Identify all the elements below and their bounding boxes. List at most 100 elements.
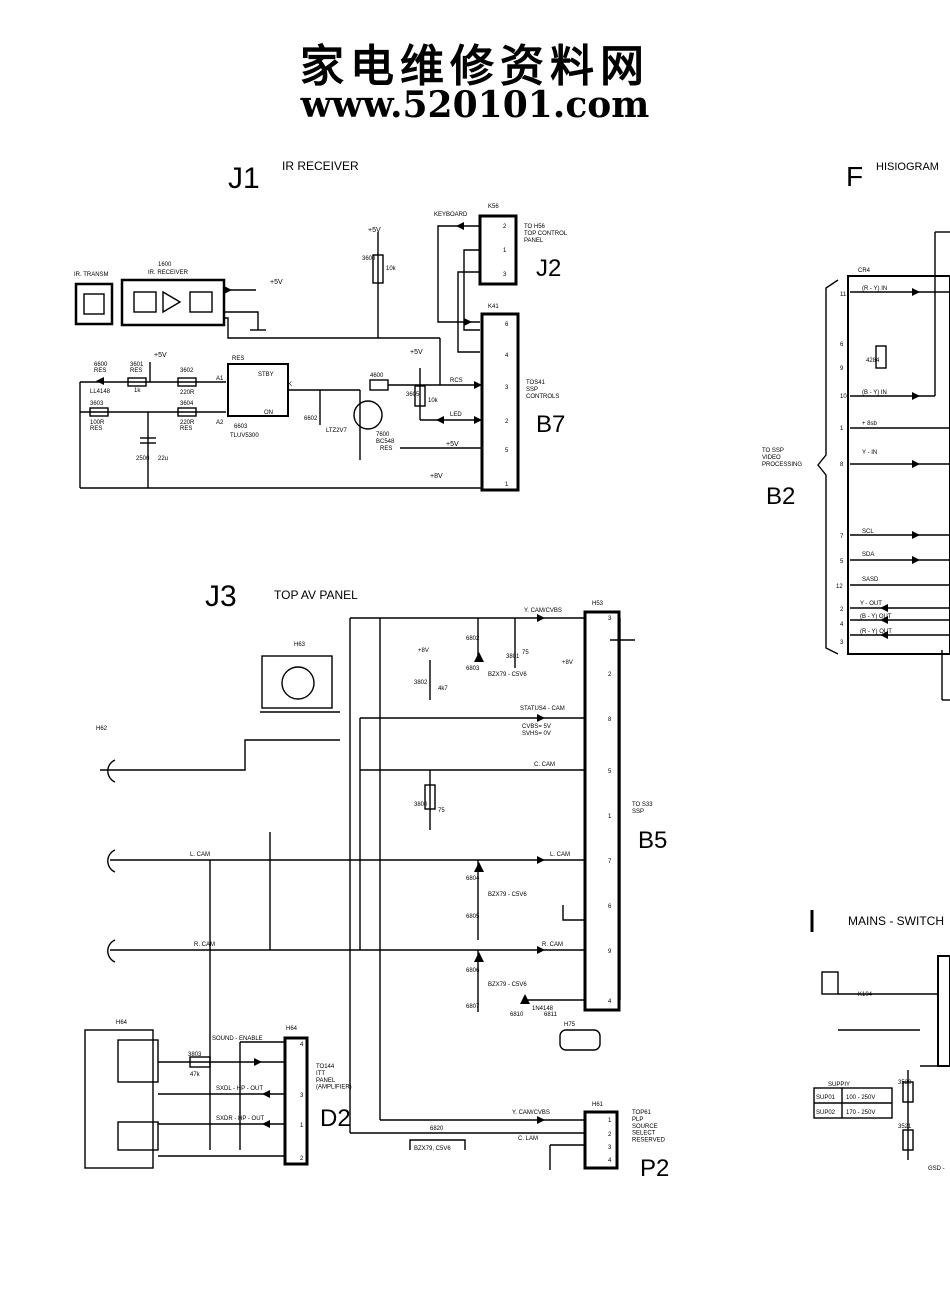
f-pin-2: 9	[840, 366, 844, 372]
h61-pin-3: 4	[608, 1158, 612, 1164]
connector-b7-id: B7	[536, 411, 565, 438]
mains-sup02: SUP02	[816, 1110, 836, 1116]
h61-pin-1: 2	[608, 1132, 612, 1138]
zd-6806: BZX79 - C5V6	[488, 982, 527, 988]
plus5v-label-3: +5V	[410, 349, 423, 356]
h64-pin-0: 4	[300, 1042, 304, 1048]
h64-pin-2: 1	[300, 1123, 304, 1129]
f-pin-4: 1	[840, 426, 844, 432]
f-pin-11: 3	[840, 640, 844, 646]
f-pin-5: 8	[840, 462, 844, 468]
d6810-ref: 6810	[510, 1012, 524, 1018]
plus8v-j3-2: +8V	[562, 660, 573, 666]
f-8sb: + 8sb	[862, 421, 878, 427]
ir-transmitter-box	[74, 282, 114, 326]
section-j3-id: J3	[205, 580, 237, 613]
section-i-title: MAINS - SWITCH	[848, 914, 944, 928]
ycam-label-2: Y. CAM/CVBS	[512, 1110, 550, 1116]
r3801-value: 75	[522, 650, 529, 656]
zd-6804: BZX79 - C5V6	[488, 892, 527, 898]
c2500-value: 22u	[158, 456, 168, 462]
r3600-value: 10k	[386, 266, 397, 272]
f-yin: Y - IN	[862, 450, 877, 456]
d6803-ref: 6803	[466, 666, 480, 672]
rcam-label-2: R. CAM	[542, 942, 563, 948]
pin-a1: A1	[216, 376, 224, 382]
c2500-ref: 2500	[136, 456, 150, 462]
ycam-label: Y. CAM/CVBS	[524, 608, 562, 614]
pin-a2: A2	[216, 420, 224, 426]
h64-label: H64	[116, 1020, 128, 1026]
r3602-ref: 3602	[180, 368, 194, 374]
k56-pin-0: 2	[503, 224, 507, 230]
r3803-value: 47k	[190, 1072, 201, 1078]
f-bout: (B - Y) OUT	[860, 614, 892, 620]
h53-pin-8: 4	[608, 999, 612, 1005]
d6806-ref: 6806	[466, 968, 480, 974]
opto-ref: 6603	[234, 424, 248, 430]
r4600-ref: 4600	[370, 373, 384, 379]
h53-pin-6: 6	[608, 904, 612, 910]
r3601-ref: 3601	[130, 362, 144, 368]
r3802-value: 4k7	[438, 686, 448, 692]
r3604-res: RES	[180, 426, 192, 432]
f-pin-7: 5	[840, 559, 844, 565]
q7600-res: RES	[380, 446, 392, 452]
mains-sup01v: 100 - 250V	[846, 1095, 875, 1101]
mains-r3520: 3520	[898, 1080, 912, 1086]
connector-d2-id: D2	[320, 1105, 351, 1132]
mains-gnd: GSD -	[928, 1166, 945, 1172]
h53-pin-3: 5	[608, 769, 612, 775]
ir-receiver-label: IR. RECEIVER	[148, 270, 189, 276]
plus5v-label-5: +5V	[446, 441, 459, 448]
d6804-ref: 6804	[466, 876, 480, 882]
connector-h64	[283, 1036, 309, 1166]
status-label: STATUS4 - CAM	[520, 706, 565, 712]
site-url: www.520101.com	[300, 84, 650, 126]
plus8v-j3: +8V	[418, 648, 429, 654]
h53-pin-1: 2	[608, 672, 612, 678]
f-bin: (B - Y) IN	[862, 390, 887, 396]
r3604-value: 220R	[180, 420, 195, 426]
connector-h53	[583, 610, 621, 1012]
connector-b5-id: B5	[638, 827, 667, 854]
h53-pin-2: 8	[608, 717, 612, 723]
sound-enable-label: SOUND - ENABLE	[212, 1036, 263, 1042]
sxdr-label: SXDR - HP - OUT	[216, 1116, 265, 1122]
rcs-label: RCS	[450, 378, 463, 384]
lcam-label: L. CAM	[190, 852, 210, 858]
k56-pin-1: 1	[503, 248, 507, 254]
h53-pin-4: 1	[608, 814, 612, 820]
ir-transmitter-label: IR. TRANSM	[74, 272, 109, 278]
r3605-value: 10k	[428, 398, 439, 404]
d6811-ref: 6811	[544, 1012, 558, 1018]
connector-b2-id: B2	[766, 483, 795, 510]
h53-pin-5: 7	[608, 859, 612, 865]
section-f-title: HISIOGRAM	[876, 161, 939, 173]
d6600-res: RES	[94, 368, 106, 374]
mains-r3521: 3521	[898, 1124, 912, 1130]
ccam-label: C. CAM	[534, 762, 555, 768]
section-j1-title: IR RECEIVER	[282, 159, 359, 173]
r3604-ref: 3604	[180, 401, 194, 407]
connector-j2-id: J2	[536, 255, 561, 282]
r3601-res: RES	[130, 368, 142, 374]
r3600-ref: 3600	[362, 256, 376, 262]
r3801-ref: 3801	[506, 654, 520, 660]
ir-receiver-ref: 1600	[158, 262, 172, 268]
r3802-ref: 3802	[414, 680, 428, 686]
led-label: LED	[450, 412, 462, 418]
h62-label: H62	[96, 726, 108, 732]
hisiogram-ic	[847, 275, 950, 655]
h53-pin-0: 3	[608, 616, 612, 622]
f-pin-9: 2	[840, 607, 844, 613]
site-title-chinese: 家电维修资料网	[300, 41, 650, 92]
f-pin-6: 7	[840, 534, 844, 540]
r3800-value: 75	[438, 808, 445, 814]
r3603-ref: 3603	[90, 401, 104, 407]
connector-p2-id: P2	[640, 1155, 669, 1182]
f-yout: Y - OUT	[860, 601, 882, 607]
